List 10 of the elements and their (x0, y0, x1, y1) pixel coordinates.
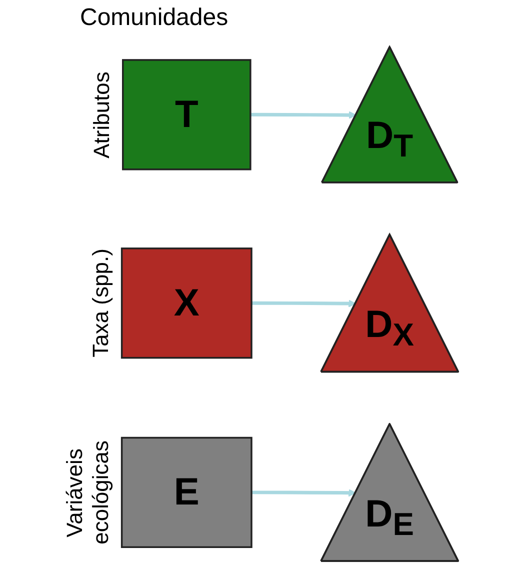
node-box: T (122, 59, 252, 170)
arrow (252, 300, 356, 308)
row-label: Atributos (88, 70, 115, 160)
node-box: X (120, 248, 252, 359)
column-heading: Comunidades (80, 4, 228, 32)
row-label: Variáveis ecológicas (62, 439, 114, 546)
arrow (250, 111, 356, 119)
row-label: Taxa (spp.) (88, 248, 114, 360)
arrow (252, 489, 356, 497)
node-box: E (120, 436, 252, 548)
